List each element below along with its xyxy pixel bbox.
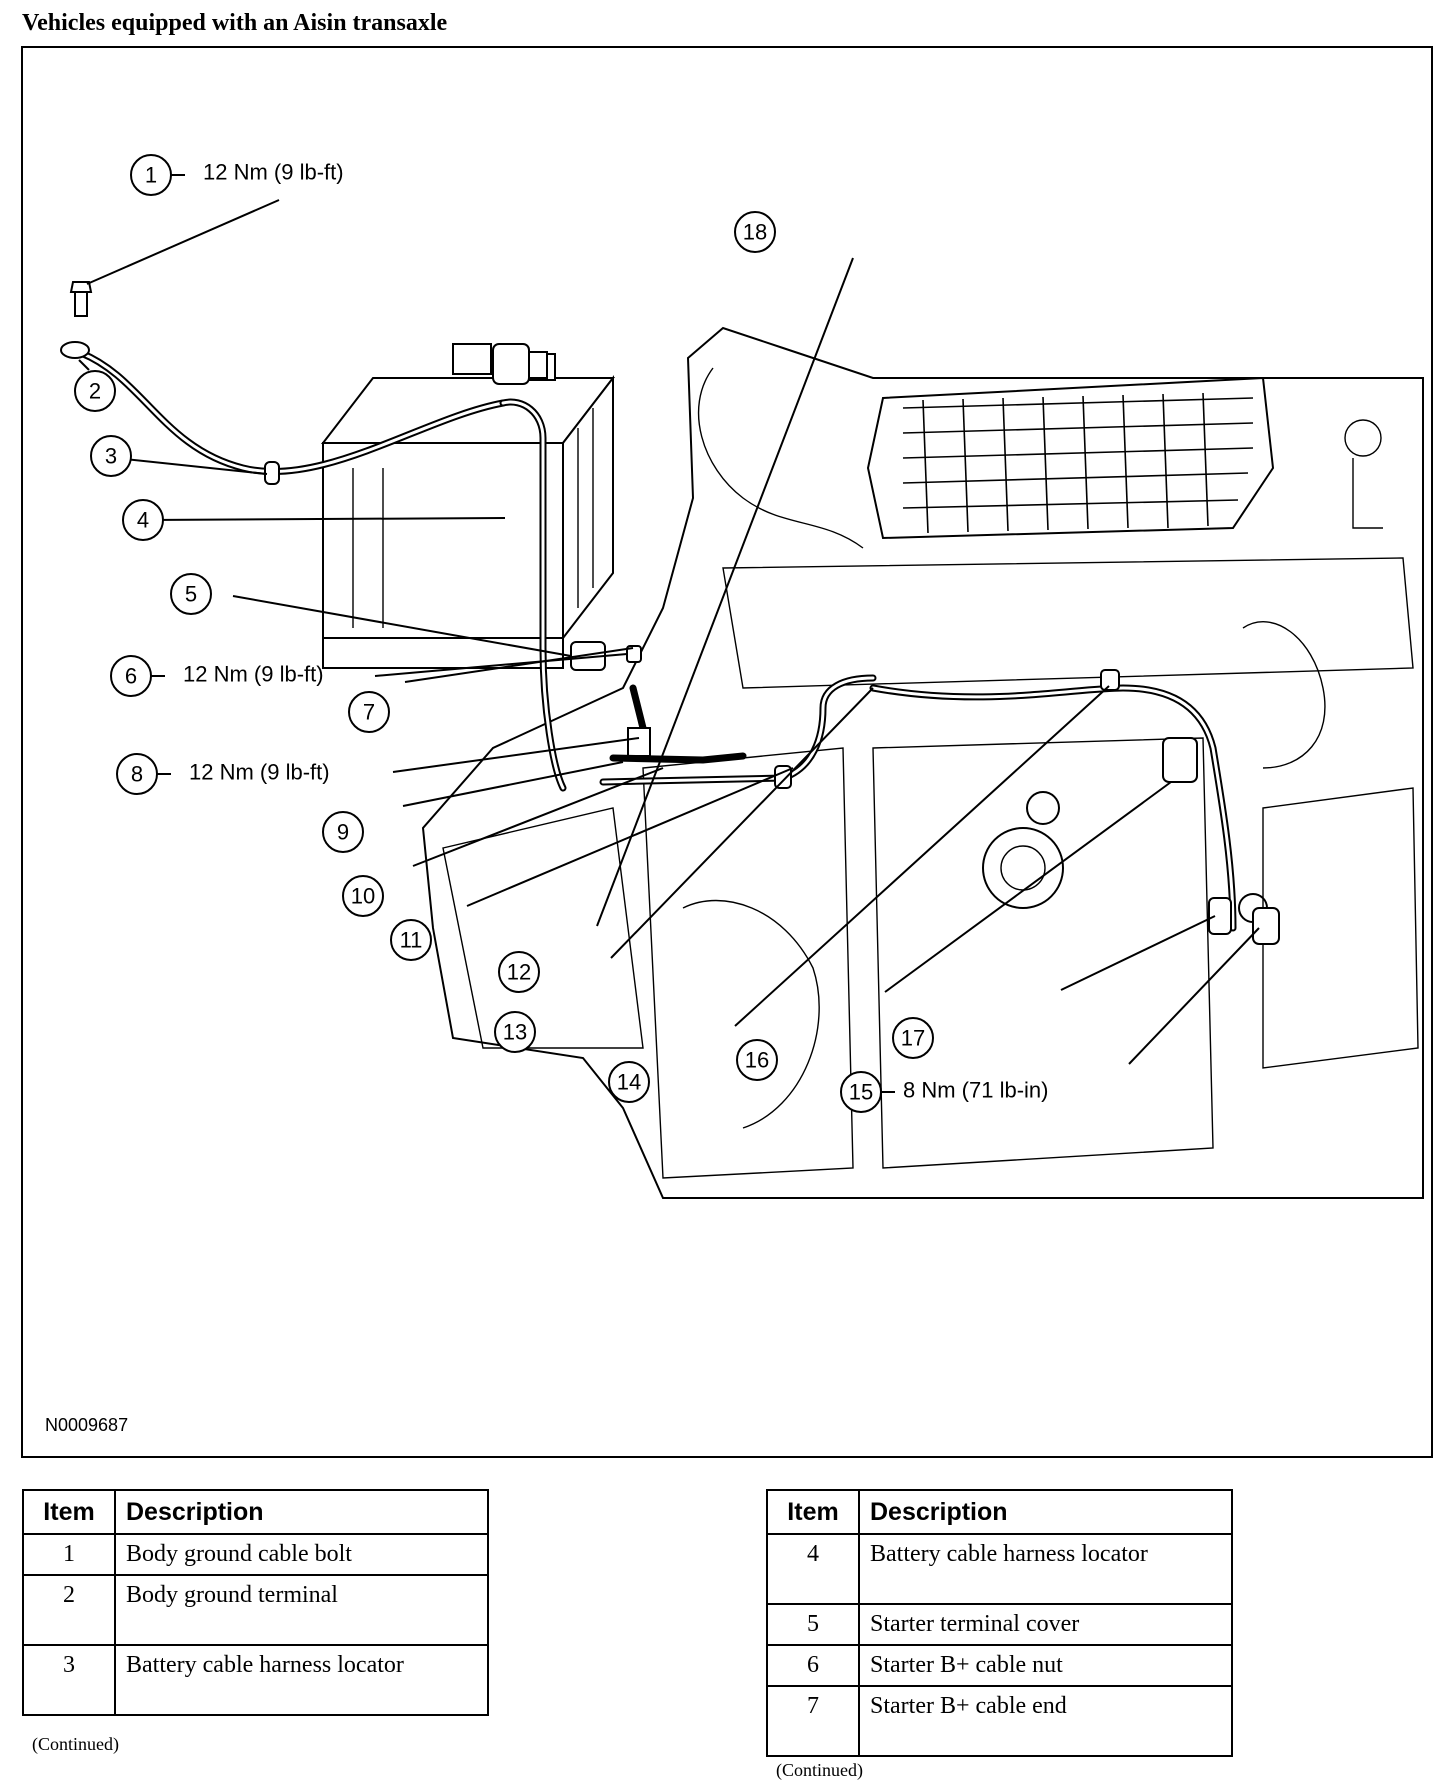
description-cell: Starter B+ cable end [858, 1685, 1233, 1757]
description-header: Description [858, 1489, 1233, 1535]
illustration [60, 199, 1424, 1199]
callout-13: 13 [494, 1011, 536, 1053]
table-row: 2 Body ground terminal [22, 1574, 489, 1646]
svg-text:17: 17 [901, 1026, 925, 1051]
starter-cable [570, 641, 1280, 945]
callout-16: 16 [736, 1039, 778, 1081]
callout-15: 15 8 Nm (71 lb-in) [840, 1071, 1048, 1113]
callout-9: 9 [322, 811, 364, 853]
continued-note-left: (Continued) [32, 1734, 119, 1754]
table-row: 5 Starter terminal cover [766, 1603, 1233, 1646]
description-cell: Battery cable harness locator [114, 1644, 489, 1716]
callout-14: 14 [608, 1061, 650, 1103]
item-cell: 7 [766, 1685, 860, 1757]
table-row: 1 Body ground cable bolt [22, 1533, 489, 1576]
svg-text:12 Nm (9 lb-ft): 12 Nm (9 lb-ft) [203, 160, 344, 185]
callout-18: 18 [734, 211, 776, 253]
figure-frame: 1 12 Nm (9 lb-ft) 2 3 4 5 6 12 Nm (9 lb-ft… [21, 46, 1433, 1458]
svg-text:10: 10 [351, 884, 375, 909]
svg-text:14: 14 [617, 1070, 641, 1095]
callout-8: 8 12 Nm (9 lb-ft) [116, 753, 330, 795]
callout-11: 11 [390, 919, 432, 961]
svg-text:11: 11 [400, 928, 423, 953]
callout-4: 4 [122, 499, 164, 541]
description-header: Description [114, 1489, 489, 1535]
callout-12: 12 [498, 951, 540, 993]
svg-text:1: 1 [145, 163, 157, 188]
callout-7: 7 [348, 691, 390, 733]
callout-1: 1 12 Nm (9 lb-ft) [130, 154, 344, 196]
callout-6: 6 12 Nm (9 lb-ft) [110, 655, 324, 697]
continued-note-right: (Continued) [776, 1760, 863, 1780]
svg-text:5: 5 [185, 582, 197, 607]
table-row: 3 Battery cable harness locator [22, 1644, 489, 1716]
page-title: Vehicles equipped with an Aisin transaxl… [22, 10, 448, 36]
svg-text:2: 2 [89, 379, 101, 404]
svg-text:12 Nm (9 lb-ft): 12 Nm (9 lb-ft) [189, 760, 330, 785]
figure-id: N0009687 [45, 1415, 129, 1435]
svg-text:4: 4 [137, 508, 149, 533]
svg-text:6: 6 [125, 664, 137, 689]
table-row: 7 Starter B+ cable end [766, 1685, 1233, 1757]
item-header: Item [766, 1489, 860, 1535]
description-cell: Body ground terminal [114, 1574, 489, 1646]
svg-text:8 Nm (71 lb-in): 8 Nm (71 lb-in) [903, 1078, 1048, 1103]
item-cell: 2 [22, 1574, 116, 1646]
svg-text:9: 9 [337, 820, 349, 845]
description-cell: Starter B+ cable nut [858, 1644, 1233, 1687]
callout-3: 3 [90, 435, 132, 477]
svg-text:18: 18 [743, 220, 767, 245]
item-cell: 1 [22, 1533, 116, 1576]
description-cell: Starter terminal cover [858, 1603, 1233, 1646]
svg-text:13: 13 [503, 1020, 527, 1045]
leader-lines [78, 199, 1260, 1065]
callout-5: 5 [170, 573, 212, 615]
svg-text:7: 7 [363, 700, 375, 725]
description-cell: Body ground cable bolt [114, 1533, 489, 1576]
callouts: 1 12 Nm (9 lb-ft) 2 3 4 5 6 12 Nm (9 lb-ft… [74, 154, 1048, 1113]
legend-table-right: Item Description 4 Battery cable harness… [766, 1489, 1233, 1757]
svg-text:3: 3 [105, 444, 117, 469]
svg-text:12 Nm (9 lb-ft): 12 Nm (9 lb-ft) [183, 662, 324, 687]
svg-text:16: 16 [745, 1048, 769, 1073]
item-cell: 6 [766, 1644, 860, 1687]
callout-17: 17 [892, 1017, 934, 1059]
engine-assembly [421, 326, 1424, 1199]
item-header: Item [22, 1489, 116, 1535]
callout-10: 10 [342, 875, 384, 917]
svg-text:12: 12 [507, 960, 531, 985]
svg-text:15: 15 [849, 1080, 873, 1105]
callout-2: 2 [74, 370, 116, 412]
description-cell: Battery cable harness locator [858, 1533, 1233, 1605]
table-row: 4 Battery cable harness locator [766, 1533, 1233, 1605]
svg-text:8: 8 [131, 762, 143, 787]
table-row: 6 Starter B+ cable nut [766, 1644, 1233, 1687]
item-cell: 4 [766, 1533, 860, 1605]
item-cell: 5 [766, 1603, 860, 1646]
item-cell: 3 [22, 1644, 116, 1716]
legend-table-left: Item Description 1 Body ground cable bol… [22, 1489, 489, 1716]
